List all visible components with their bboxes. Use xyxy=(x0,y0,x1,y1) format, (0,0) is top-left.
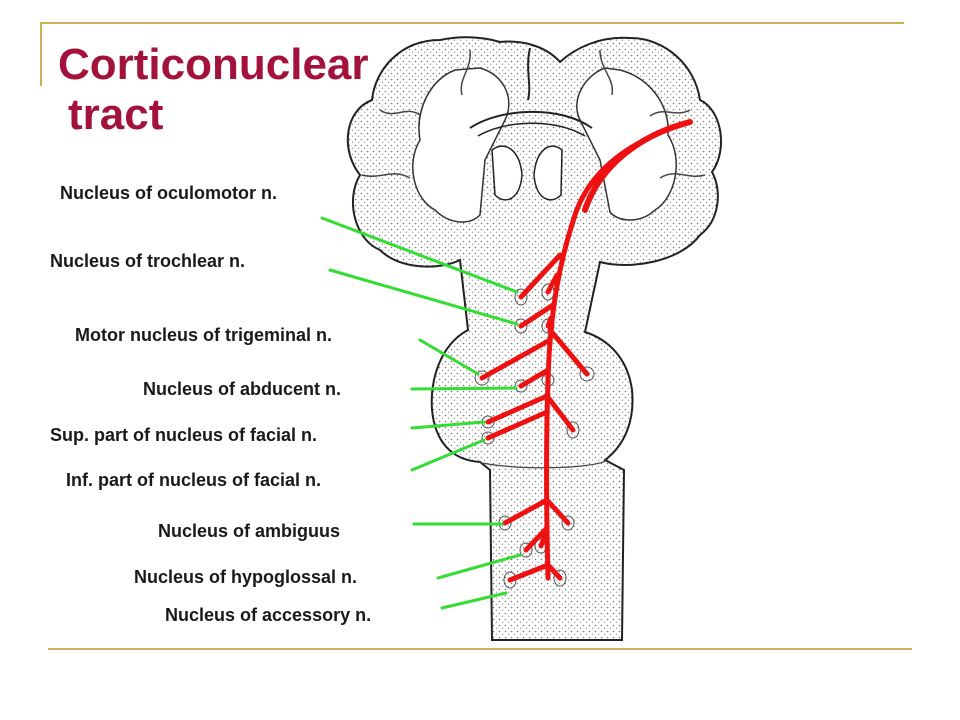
pointer-hypoglossal xyxy=(436,553,522,580)
pointer-facial-sup xyxy=(410,420,486,430)
pointer-accessory xyxy=(440,591,508,610)
frame-left-rule xyxy=(40,22,42,86)
pointer-facial-inf xyxy=(410,438,486,472)
label-trochlear: Nucleus of trochlear n. xyxy=(50,251,246,271)
pointer-trigeminal xyxy=(418,338,480,376)
pointer-lines xyxy=(320,216,522,610)
label-hypoglossal: Nucleus of hypoglossal n. xyxy=(134,567,358,587)
slide-title: Corticonuclear tract xyxy=(58,40,369,140)
title-line-2: tract xyxy=(68,90,164,139)
pointer-abducent xyxy=(410,386,518,391)
title-line-1: Corticonuclear xyxy=(58,40,369,89)
label-trigeminal: Motor nucleus of trigeminal n. xyxy=(75,325,333,345)
label-oculomotor: Nucleus of oculomotor n. xyxy=(60,183,278,203)
frame-bottom-rule xyxy=(48,648,912,650)
pointer-trochlear xyxy=(328,268,519,326)
corticonuclear-tract xyxy=(479,119,693,583)
label-facial-inf: Inf. part of nucleus of facial n. xyxy=(66,470,322,490)
pointer-oculomotor xyxy=(320,216,519,294)
label-facial-sup: Sup. part of nucleus of facial n. xyxy=(50,425,318,445)
label-accessory: Nucleus of accessory n. xyxy=(165,605,372,625)
frame-top-rule xyxy=(40,22,904,24)
label-abducent: Nucleus of abducent n. xyxy=(143,379,342,399)
label-ambiguus: Nucleus of ambiguus xyxy=(158,521,341,541)
brain-outline xyxy=(346,36,723,641)
